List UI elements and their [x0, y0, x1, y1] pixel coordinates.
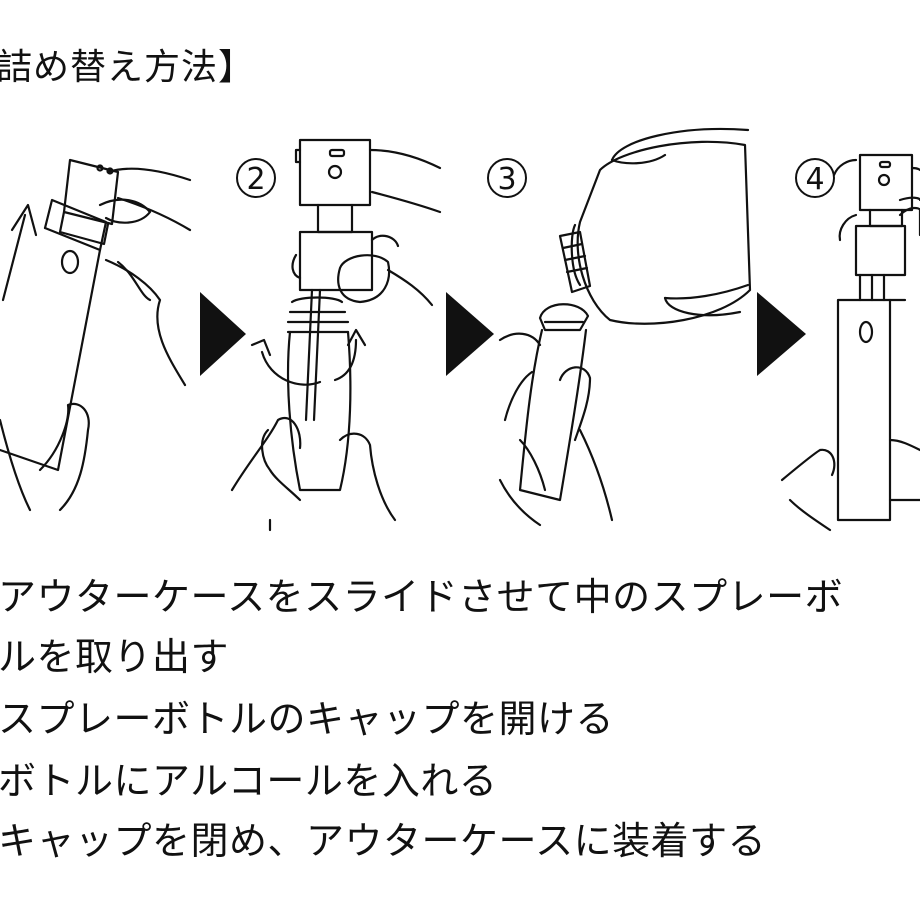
- step-arrow-3: [757, 292, 806, 376]
- step-2-number: 2: [236, 158, 276, 198]
- step-3-illustration: [498, 127, 752, 527]
- instruction-line-3: スプレーボトルのキャップを開ける: [0, 697, 615, 741]
- instruction-line-1: アウターケースをスライドさせて中のスプレーボ: [0, 575, 844, 619]
- step-4-illustration: [780, 153, 920, 532]
- instruction-line-4: ボトルにアルコールを入れる: [0, 759, 498, 803]
- step-arrow-2: [446, 292, 494, 376]
- step-3-number: 3: [487, 158, 527, 198]
- step-1-illustration: [0, 158, 192, 512]
- instruction-line-5: キャップを閉め、アウターケースに装着する: [0, 819, 767, 863]
- instruction-line-2: ルを取り出す: [0, 635, 230, 679]
- page-title: 詰め替え方法】: [0, 47, 256, 88]
- step-4-number: 4: [795, 158, 835, 198]
- step-2-illustration: [230, 138, 442, 532]
- step-arrow-1: [200, 292, 246, 376]
